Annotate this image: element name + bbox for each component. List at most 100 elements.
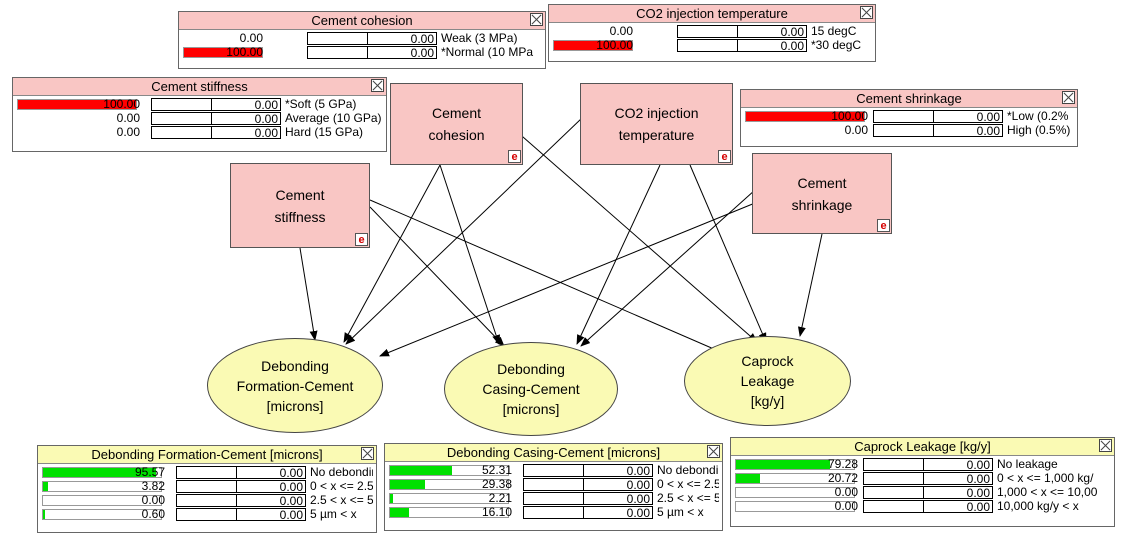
arrow-co2-to-formation (345, 117, 583, 345)
evidence-input[interactable]: 0.00 (523, 464, 653, 477)
close-icon[interactable] (1099, 439, 1112, 452)
state-probability: 52.31 (481, 463, 512, 477)
node-co2-temperature[interactable]: CO2 injection temperature e (580, 83, 733, 165)
evidence-input[interactable]: 0.00 (523, 478, 653, 491)
close-icon[interactable] (1062, 91, 1075, 104)
evidence-badge: e (877, 219, 890, 232)
state-label: *Normal (10 MPa (441, 46, 534, 59)
arrow-shrinkage-to-formation (379, 202, 756, 357)
node-label: Debonding Casing-Cement [microns] (482, 361, 580, 417)
evidence-input[interactable]: 0.00 (863, 486, 993, 499)
close-icon[interactable] (530, 13, 543, 26)
state-label: Hard (15 GPa) (285, 126, 364, 139)
arrow-co2-to-casing (576, 164, 661, 345)
state-label: 0 < x <= 2.5 (657, 478, 719, 491)
probability-bar-fill (43, 510, 45, 519)
evidence-value: 0.00 (254, 112, 278, 126)
node-cement-shrinkage[interactable]: Cement shrinkage e (752, 153, 892, 234)
evidence-value: 0.00 (410, 32, 434, 46)
state-label: *Soft (5 GPa) (285, 98, 357, 111)
probability-bar-fill (390, 494, 393, 503)
close-icon[interactable] (860, 6, 873, 19)
evidence-input[interactable]: 0.00 (863, 472, 993, 485)
evidence-input[interactable]: 0.00 (873, 124, 1003, 137)
evidence-value: 0.00 (626, 478, 650, 492)
node-caprock-leakage[interactable]: Caprock Leakage [kg/y] (684, 336, 851, 426)
arrow-co2-to-caprock (689, 164, 767, 343)
arrow-shrinkage-to-casing (580, 189, 756, 347)
monitor-debonding-formation-cement[interactable]: Debonding Formation-Cement [microns] 95.5… (37, 445, 377, 533)
probability-bar-fill (554, 41, 632, 50)
node-debonding-formation-cement[interactable]: Debonding Formation-Cement [microns] (207, 338, 383, 433)
state-label: 2.5 < x <= 5 (310, 494, 373, 507)
evidence-divider (236, 481, 237, 492)
probability-bar (735, 501, 855, 512)
node-debonding-casing-cement[interactable]: Debonding Casing-Cement [microns] (444, 342, 618, 436)
monitor-title: Debonding Formation-Cement [microns] (38, 446, 376, 464)
node-label: Caprock Leakage [kg/y] (740, 353, 795, 409)
evidence-input[interactable]: 0.00 (176, 494, 306, 507)
close-icon[interactable] (707, 445, 720, 458)
evidence-input[interactable]: 0.00 (176, 480, 306, 493)
evidence-input[interactable]: 0.00 (677, 25, 807, 38)
state-label: 15 degC (811, 25, 857, 38)
node-cement-cohesion[interactable]: Cement cohesion e (390, 83, 523, 165)
probability-bar (389, 465, 509, 476)
node-cement-stiffness[interactable]: Cement stiffness e (230, 163, 370, 248)
evidence-input[interactable]: 0.00 (863, 500, 993, 513)
evidence-input[interactable]: 0.00 (151, 112, 281, 125)
close-icon[interactable] (361, 447, 374, 460)
evidence-input[interactable]: 0.00 (677, 39, 807, 52)
state-label: High (0.5%) (1007, 124, 1071, 137)
state-probability: 0.00 (116, 111, 140, 125)
evidence-input[interactable]: 0.00 (523, 492, 653, 505)
probability-bar (389, 507, 509, 518)
evidence-input[interactable]: 0.00 (176, 508, 306, 521)
evidence-badge: e (355, 233, 368, 246)
evidence-input[interactable]: 0.00 (151, 98, 281, 111)
state-probability: 100.00 (596, 38, 633, 52)
evidence-divider (737, 40, 738, 51)
evidence-input[interactable]: 0.00 (151, 126, 281, 139)
evidence-input[interactable]: 0.00 (863, 458, 993, 471)
evidence-input[interactable]: 0.00 (307, 46, 437, 59)
state-label: 5 µm < x (310, 508, 357, 521)
evidence-input[interactable]: 0.00 (873, 110, 1003, 123)
evidence-input[interactable]: 0.00 (176, 466, 306, 479)
evidence-divider (583, 479, 584, 490)
evidence-value: 0.00 (626, 464, 650, 478)
evidence-input[interactable]: 0.00 (307, 32, 437, 45)
evidence-input[interactable]: 0.00 (523, 506, 653, 519)
close-icon[interactable] (371, 79, 384, 92)
